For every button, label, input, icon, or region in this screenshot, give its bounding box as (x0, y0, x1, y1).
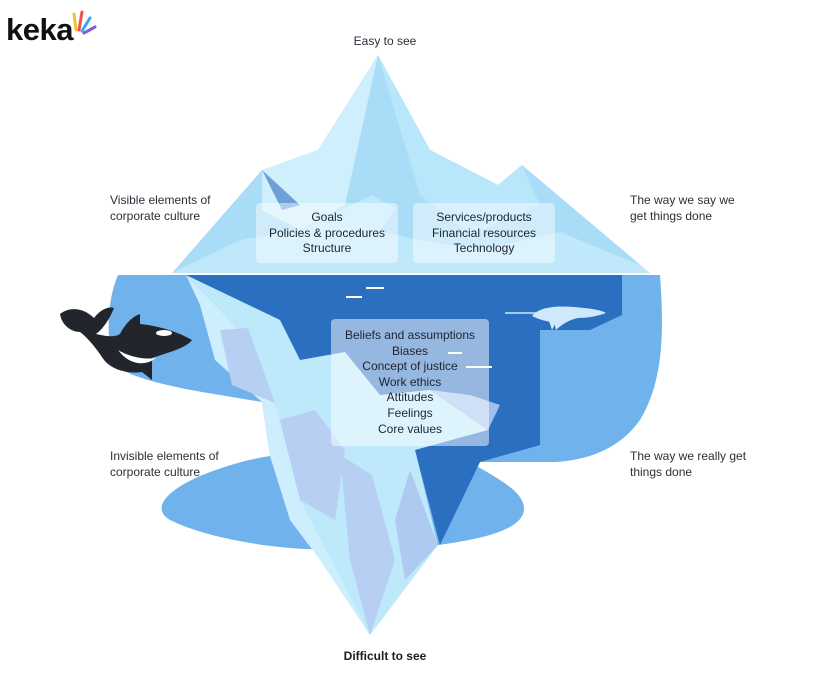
ice-under-shadow-1 (220, 328, 275, 403)
visible-elements-box-left: Goals Policies & procedures Structure (256, 203, 398, 263)
ice-under-shadow-4 (395, 470, 438, 580)
box-item: Biases (391, 343, 429, 358)
box-item: Services/products (436, 210, 532, 224)
box-item: Attitudes (386, 390, 434, 405)
ice-under-shadow-2 (280, 410, 345, 520)
ice-tip-face (172, 195, 650, 273)
label-easy-to-see: Easy to see (353, 34, 417, 48)
narwhal-icon (505, 306, 606, 330)
label-really-line-1: The way we really get (630, 449, 747, 463)
visible-elements-box-right: Services/products Financial resources Te… (413, 203, 555, 263)
box-item: Feelings (387, 405, 433, 420)
box-item: Financial resources (431, 225, 537, 240)
label-really-line-2: things done (630, 465, 693, 479)
box-item: Policies & procedures (268, 225, 386, 240)
keka-logo: keka (6, 8, 98, 48)
label-visible-elements: Visible elements of corporate culture (110, 192, 260, 224)
logo-wordmark: keka (6, 12, 73, 47)
box-item: Core values (377, 421, 443, 436)
ice-tip-light (262, 55, 378, 230)
label-invisible-line-1: Invisible elements of (110, 449, 219, 463)
label-difficult-to-see: Difficult to see (343, 649, 427, 663)
box-item: Technology (453, 241, 515, 256)
invisible-elements-box: Beliefs and assumptions Biases Concept o… (331, 319, 489, 446)
keka-logo-rays-icon (72, 10, 97, 35)
label-say-line-2: get things done (630, 209, 713, 223)
label-visible-line-1: Visible elements of (110, 193, 211, 207)
box-item: Beliefs and assumptions (344, 328, 476, 342)
ice-shadow (262, 170, 300, 210)
box-item: Goals (311, 210, 343, 224)
label-invisible-line-2: corporate culture (110, 465, 201, 479)
box-item: Structure (302, 241, 352, 256)
box-item: Work ethics (378, 374, 442, 389)
orca-icon (60, 307, 192, 380)
label-visible-line-2: corporate culture (110, 209, 201, 223)
water-glint (346, 296, 362, 298)
label-really-get-things-done: The way we really get things done (630, 448, 780, 480)
box-item: Concept of justice (362, 359, 458, 374)
water-glint (366, 287, 384, 289)
label-invisible-elements: Invisible elements of corporate culture (110, 448, 260, 480)
ice-tip-shade (378, 55, 540, 235)
label-say-we-get-things-done: The way we say we get things done (630, 192, 780, 224)
ice-under-shadow-3 (340, 455, 395, 635)
label-say-line-1: The way we say we (630, 193, 735, 207)
